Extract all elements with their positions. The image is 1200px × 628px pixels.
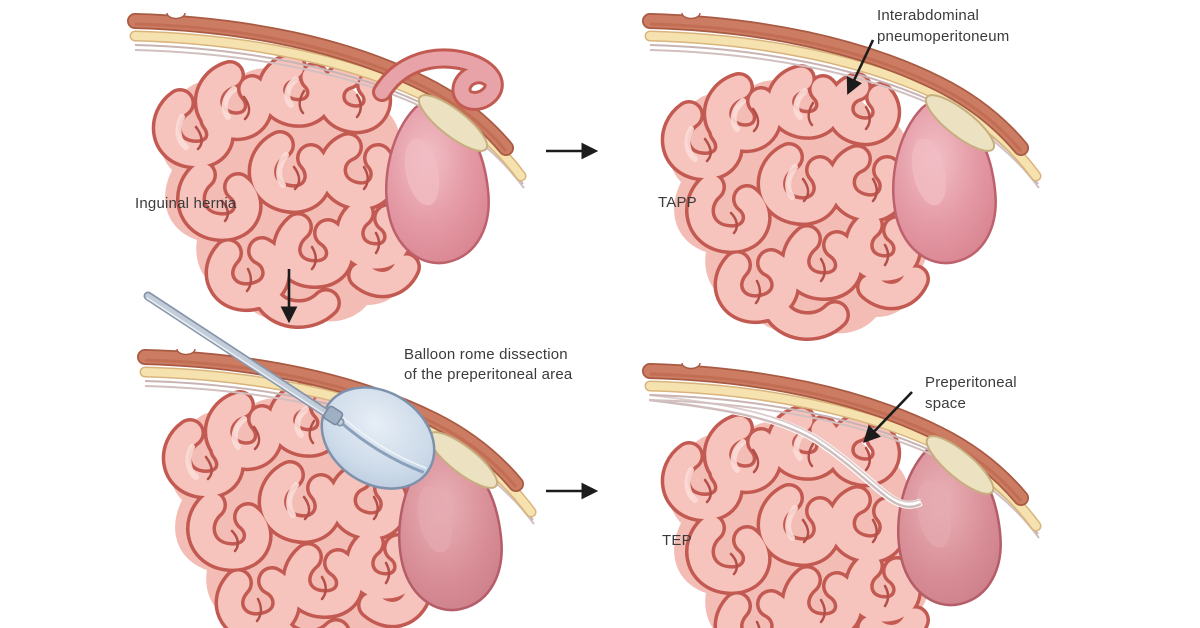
label-inguinal-hernia: Inguinal hernia xyxy=(135,195,237,212)
panel-inguinal-hernia xyxy=(135,7,524,322)
label-tapp: TAPP xyxy=(658,194,697,211)
panel-tapp xyxy=(650,7,1039,334)
caption-balloon-dissection: Balloon rome dissection of the preperito… xyxy=(404,346,573,383)
panel-tep xyxy=(649,357,1039,628)
balloon-trocar-shaft xyxy=(143,291,345,427)
annotation-preperitoneal-space: Preperitoneal space xyxy=(925,374,1017,412)
panel-balloon-dissection xyxy=(143,291,534,628)
annotation-interabdominal-pneumoperitoneum: Interabdominal pneumoperitoneum xyxy=(877,7,1010,45)
pneumoperitoneum-pointer-arrow-icon xyxy=(846,39,875,95)
preperitoneal-pointer-arrow-icon xyxy=(863,391,913,444)
label-tep: TEP xyxy=(662,532,692,549)
